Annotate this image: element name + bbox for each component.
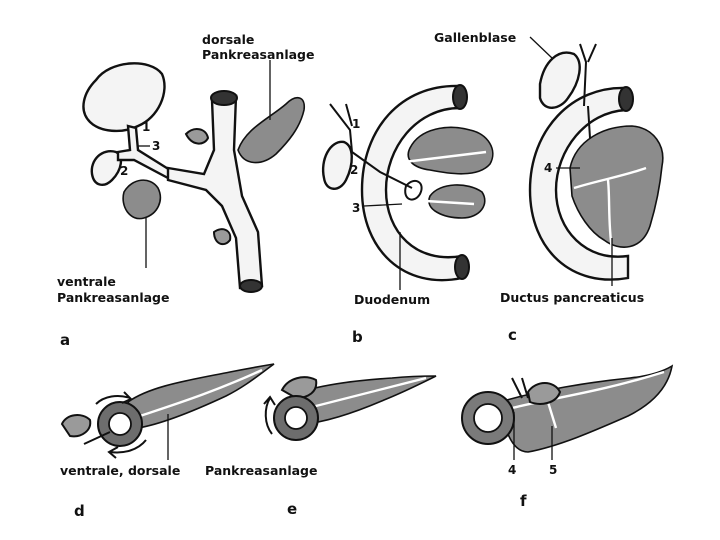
dorsal-pancreas-bud-b bbox=[407, 126, 494, 175]
leader-3-b bbox=[363, 203, 403, 207]
dorsal-duct-b bbox=[403, 150, 487, 164]
duodenum-shape-b bbox=[360, 84, 464, 282]
label-ventral-1: ventrale bbox=[57, 274, 116, 289]
num-f5: 5 bbox=[549, 463, 557, 477]
num-a1: 1 bbox=[142, 120, 150, 134]
bile-duct-b bbox=[329, 103, 413, 189]
panel-c-drawing bbox=[528, 36, 664, 286]
panel-e-drawing bbox=[263, 375, 437, 441]
label-dorsal-1: dorsale bbox=[202, 32, 254, 47]
liver-shape bbox=[82, 62, 166, 133]
duodenum-opening-top-b bbox=[452, 84, 468, 110]
pancreas-duct-f bbox=[511, 370, 665, 429]
duodenum-ring-inner-f bbox=[473, 403, 503, 433]
ventral-bud-d bbox=[60, 414, 92, 438]
num-b2: 2 bbox=[350, 163, 358, 177]
panel-f-drawing bbox=[461, 364, 674, 460]
duodenum-ring-inner-d bbox=[108, 412, 132, 436]
num-b1: 1 bbox=[352, 117, 360, 131]
panel-label-f: f bbox=[520, 492, 527, 510]
vessel-stub-2-a bbox=[212, 228, 232, 246]
leader-gallbladder bbox=[529, 36, 553, 59]
dorsal-pancreas-bud-a bbox=[237, 97, 306, 164]
panel-label-c: c bbox=[508, 326, 517, 344]
panel-label-d: d bbox=[74, 502, 85, 520]
num-f4: 4 bbox=[508, 463, 516, 477]
panel-d-drawing bbox=[60, 363, 275, 460]
panel-label-b: b bbox=[352, 328, 363, 346]
pancreas-duct-d bbox=[139, 368, 263, 418]
gallbladder-shape-b bbox=[321, 140, 353, 190]
duodenum-ring-inner-e bbox=[284, 406, 308, 430]
ventral-duct-b bbox=[409, 198, 475, 206]
duodenum-opening-top-c bbox=[618, 86, 634, 112]
ventral-pancreas-bud-a bbox=[122, 179, 162, 220]
num-a2: 2 bbox=[120, 164, 128, 178]
gut-opening-bottom-a bbox=[239, 279, 263, 293]
label-ventral-2: Pankreasanlage bbox=[57, 290, 169, 305]
pancreatic-duct-c bbox=[573, 166, 647, 251]
pancreas-duct-e bbox=[307, 376, 427, 410]
panel-a-drawing bbox=[82, 60, 306, 293]
bile-duct-f bbox=[511, 377, 529, 399]
label-ductus: Ductus pancreaticus bbox=[500, 290, 644, 305]
panel-label-a: a bbox=[60, 331, 70, 349]
ventral-part-f bbox=[526, 382, 562, 405]
label-gallbladder: Gallenblase bbox=[434, 30, 516, 45]
pancreas-body-e bbox=[299, 375, 437, 425]
pancreas-body-f bbox=[499, 364, 674, 453]
gut-opening-top-a bbox=[210, 90, 238, 106]
bile-duct-c bbox=[579, 43, 597, 139]
label-dorsal-2: Pankreasanlage bbox=[202, 47, 314, 62]
rotation-arrow-e bbox=[263, 395, 276, 435]
duodenum-shape-c bbox=[528, 86, 630, 281]
gut-tube-a bbox=[166, 94, 264, 290]
duct-line-d bbox=[83, 431, 111, 445]
gallbladder-shape-a bbox=[90, 150, 123, 186]
ventral-pancreas-bud-b bbox=[428, 184, 486, 219]
rotation-arrow-top-d bbox=[95, 391, 133, 405]
label-bottom-2: Pankreasanlage bbox=[205, 463, 317, 478]
bile-duct-a bbox=[116, 124, 172, 180]
rotation-arrow-bottom-d bbox=[107, 439, 147, 459]
panel-label-e: e bbox=[287, 500, 297, 518]
num-c4: 4 bbox=[544, 161, 552, 175]
fused-pancreas-c bbox=[569, 125, 664, 248]
label-duodenum: Duodenum bbox=[354, 292, 430, 307]
panel-b-drawing bbox=[321, 84, 494, 290]
gallbladder-shape-c bbox=[538, 51, 581, 109]
duodenum-opening-bottom-b bbox=[454, 254, 470, 280]
num-b3: 3 bbox=[352, 201, 360, 215]
label-bottom-1: ventrale, dorsale bbox=[60, 463, 180, 478]
vessel-stub-1-a bbox=[184, 128, 210, 145]
num-a3: 3 bbox=[152, 139, 160, 153]
ventral-loop-b bbox=[404, 179, 423, 201]
